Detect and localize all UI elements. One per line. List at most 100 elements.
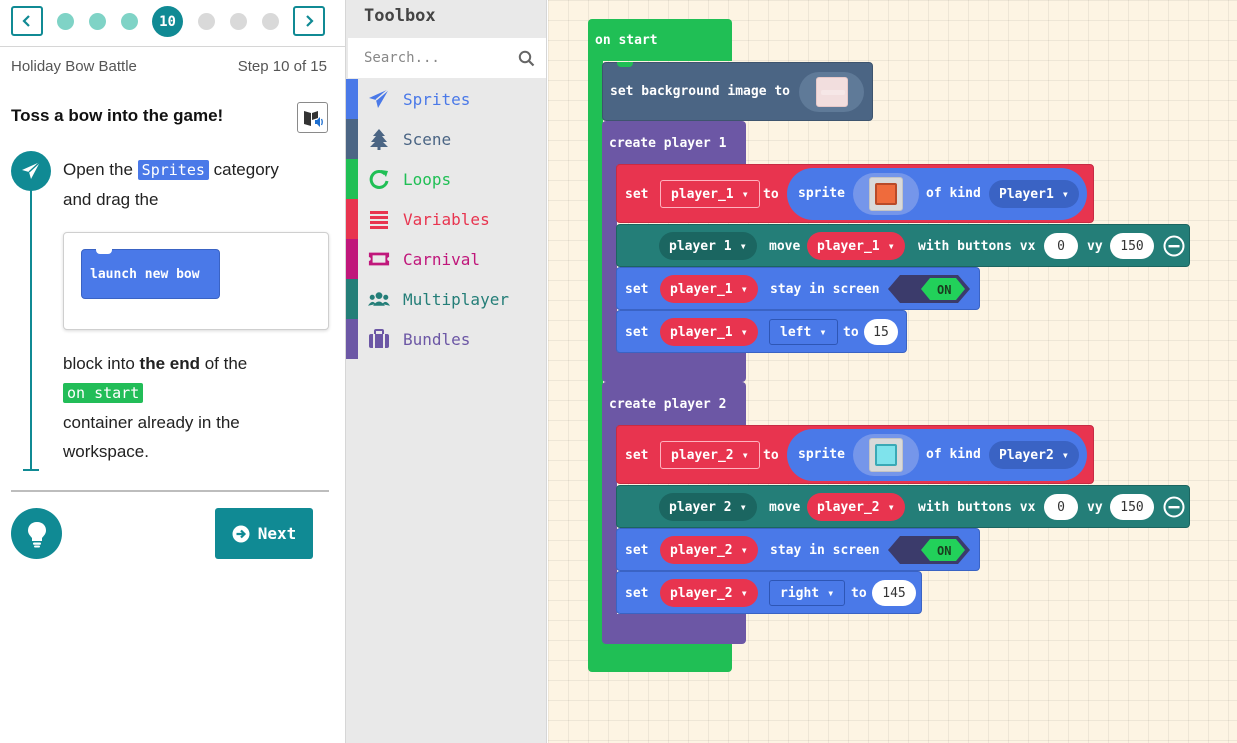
category-label: Scene	[403, 130, 452, 149]
block-notch	[96, 249, 112, 254]
immersive-reader-button[interactable]	[297, 102, 328, 133]
sprite-image-picker[interactable]	[853, 173, 919, 215]
instruction-text: category	[208, 160, 279, 179]
on-off-toggle[interactable]	[888, 275, 970, 303]
multiplayer-player-1-dropdown[interactable]: player 1	[659, 232, 757, 260]
remove-circle-icon[interactable]	[1163, 496, 1185, 518]
player-2-kind-dropdown[interactable]: Player2	[989, 441, 1080, 469]
remove-circle-icon[interactable]	[1163, 235, 1185, 257]
instruction-text: Open the	[63, 160, 138, 179]
previous-step-button[interactable]	[11, 6, 43, 36]
block-label: stay in screen	[770, 543, 880, 558]
block-label: create player 1	[609, 136, 727, 151]
player-2-variable-dropdown[interactable]: player_2	[660, 441, 760, 469]
vy-input[interactable]: 150	[1110, 494, 1154, 520]
set-player-1-left-block[interactable]: set player_1 left to 15	[616, 310, 907, 353]
block-label: of kind	[926, 186, 981, 201]
player-1-kind-dropdown[interactable]: Player1	[989, 180, 1080, 208]
vx-input[interactable]: 0	[1044, 233, 1078, 259]
blocks-workspace[interactable]: on start set background image to create …	[548, 0, 1237, 743]
instruction-line: Open the Sprites category	[63, 155, 279, 185]
sprite-of-kind-reporter[interactable]: sprite of kind Player1	[787, 168, 1087, 220]
block-hint-card: launch new bow	[63, 232, 329, 330]
stay-player-2-variable-dropdown[interactable]: player_2	[660, 536, 758, 564]
toolbox-category-bundles[interactable]: Bundles	[346, 319, 546, 359]
immersive-reader-icon	[303, 110, 323, 127]
on-start-hat-block[interactable]: on start	[588, 19, 732, 61]
set-player-2-stay-in-screen-block[interactable]: set player_2 stay in screen ON	[616, 528, 980, 571]
set-player-2-right-block[interactable]: set player_2 right to 145	[616, 571, 922, 614]
category-label: Sprites	[403, 90, 471, 109]
toolbox-category-variables[interactable]: Variables	[346, 199, 546, 239]
category-label: Bundles	[403, 330, 471, 349]
launch-new-bow-block: launch new bow	[81, 249, 220, 299]
arrow-circle-right-icon	[232, 525, 250, 542]
on-off-toggle[interactable]	[888, 536, 970, 564]
player-2-sprite-thumbnail	[869, 438, 903, 472]
toolbox-search-input[interactable]	[348, 38, 546, 78]
step-dot-current[interactable]: 10	[152, 6, 183, 37]
category-label: Multiplayer	[403, 290, 509, 309]
step-dot-upcoming[interactable]	[198, 13, 215, 30]
create-player-2-block[interactable]: create player 2	[602, 382, 746, 426]
stay-player-1-variable-dropdown[interactable]: player_1	[660, 275, 758, 303]
sprite-image-picker[interactable]	[853, 434, 919, 476]
player-2-move-block[interactable]: player 2 move player_2 with buttons vx 0…	[616, 485, 1190, 528]
divider	[0, 46, 345, 47]
block-label: vy	[1087, 500, 1103, 515]
move-player-1-variable-dropdown[interactable]: player_1	[807, 232, 905, 260]
timeline-step-marker	[11, 151, 51, 191]
left-player-1-variable-dropdown[interactable]: player_1	[660, 318, 758, 346]
player-1-variable-dropdown[interactable]: player_1	[660, 180, 760, 208]
step-dot-upcoming[interactable]	[262, 13, 279, 30]
vy-input[interactable]: 150	[1110, 233, 1154, 259]
right-player-2-variable-dropdown[interactable]: player_2	[660, 579, 758, 607]
step-dot-upcoming[interactable]	[230, 13, 247, 30]
next-step-arrow-button[interactable]	[293, 6, 325, 36]
multiplayer-player-2-dropdown[interactable]: player 2	[659, 493, 757, 521]
instruction-line: workspace.	[63, 442, 149, 461]
create-player-1-block[interactable]: create player 1	[602, 121, 746, 165]
next-button-label: Next	[257, 524, 297, 543]
block-label: set	[625, 282, 649, 297]
toolbox-category-multiplayer[interactable]: Multiplayer	[346, 279, 546, 319]
create-player-1-footer	[602, 352, 746, 382]
toolbox-category-scene[interactable]: Scene	[346, 119, 546, 159]
set-player-2-sprite-block[interactable]: set player_2 to sprite of kind Player2	[616, 425, 1094, 484]
position-input[interactable]: 145	[872, 580, 916, 606]
instruction-emphasis: the end	[139, 354, 200, 373]
player-1-move-block[interactable]: player 1 move player_1 with buttons vx 0…	[616, 224, 1190, 267]
instruction-line: on start	[63, 378, 144, 408]
toolbox-category-sprites[interactable]: Sprites	[346, 79, 546, 119]
ticket-icon	[368, 248, 390, 270]
chevron-left-icon	[22, 15, 30, 27]
category-color-bar	[346, 159, 358, 199]
search-icon[interactable]	[518, 50, 535, 67]
step-dot-done[interactable]	[57, 13, 74, 30]
category-color-bar	[346, 319, 358, 359]
red-present-sprite	[875, 183, 897, 205]
toolbox-category-carnival[interactable]: Carnival	[346, 239, 546, 279]
move-player-2-variable-dropdown[interactable]: player_2	[807, 493, 905, 521]
hint-button[interactable]	[11, 508, 62, 559]
vx-input[interactable]: 0	[1044, 494, 1078, 520]
category-color-bar	[346, 199, 358, 239]
set-player-1-sprite-block[interactable]: set player_1 to sprite of kind Player1	[616, 164, 1094, 223]
category-color-bar	[346, 239, 358, 279]
step-dot-done[interactable]	[89, 13, 106, 30]
block-label: set background image to	[610, 84, 791, 99]
side-dropdown[interactable]: left	[769, 319, 838, 345]
side-dropdown[interactable]: right	[769, 580, 846, 606]
position-input[interactable]: 15	[864, 319, 898, 345]
set-background-image-block[interactable]: set background image to	[602, 62, 873, 121]
sprite-of-kind-reporter[interactable]: sprite of kind Player2	[787, 429, 1087, 481]
step-counter: Step 10 of 15	[237, 58, 327, 75]
toolbox-category-loops[interactable]: Loops	[346, 159, 546, 199]
tutorial-panel: 10 Holiday Bow Battle Step 10 of 15 Toss…	[0, 0, 346, 743]
step-dot-done[interactable]	[121, 13, 138, 30]
background-image-thumbnail	[816, 77, 848, 107]
next-button[interactable]: Next	[215, 508, 313, 559]
set-player-1-stay-in-screen-block[interactable]: set player_1 stay in screen ON	[616, 267, 980, 310]
background-image-picker[interactable]	[799, 72, 864, 112]
users-icon	[368, 288, 390, 310]
